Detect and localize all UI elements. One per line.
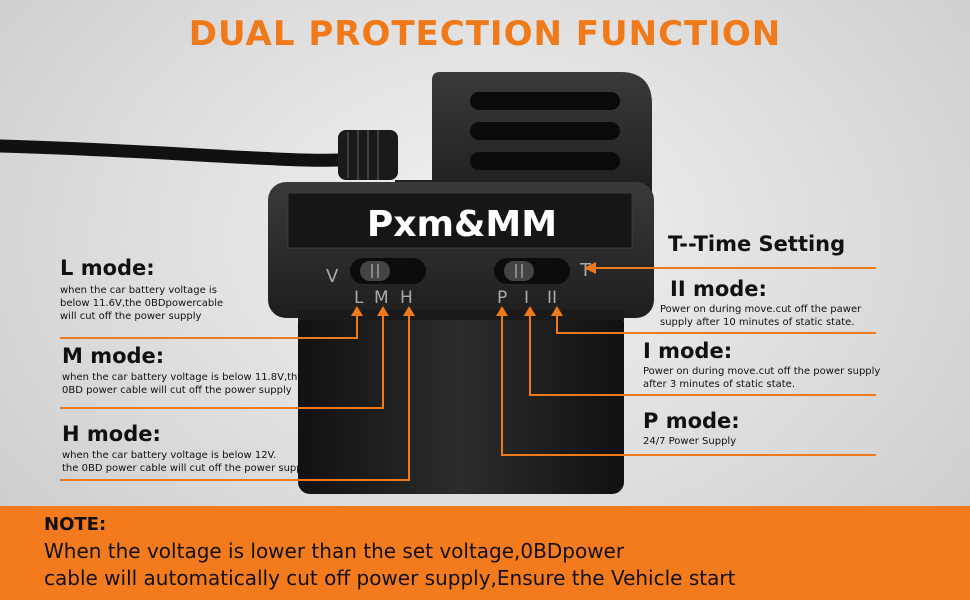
h-mode-block: H mode: when the car battery voltage is … — [62, 422, 311, 475]
position-i: I — [524, 288, 529, 308]
position-l: L — [354, 288, 364, 308]
note-heading: NOTE: — [44, 514, 107, 535]
ii-mode-desc-line: supply after 10 minutes of static state. — [660, 317, 855, 328]
ii-mode-title: II mode: — [670, 277, 767, 301]
i-mode-desc-line: Power on during move.cut off the power s… — [643, 366, 881, 377]
page-title: DUAL PROTECTION FUNCTION — [188, 14, 782, 54]
position-ii: II — [547, 288, 557, 308]
i-mode-desc-line: after 3 minutes of static state. — [643, 379, 795, 390]
i-mode-title: I mode: — [643, 339, 733, 363]
l-mode-desc-line: below 11.6V,the 0BDpowercable — [60, 298, 224, 309]
brand-text: Pxm&MM — [367, 204, 557, 245]
position-p: P — [497, 288, 507, 308]
time-setting-label: T--Time Setting — [668, 232, 846, 256]
position-h: H — [400, 288, 413, 308]
obd-plug — [298, 310, 624, 494]
ii-mode-block: II mode: Power on during move.cut off th… — [660, 277, 861, 329]
note-line-2: cable will automatically cut off power s… — [44, 566, 736, 590]
note-line-1: When the voltage is lower than the set v… — [44, 539, 625, 563]
arrow-heads — [351, 262, 596, 316]
l-mode-desc-line: will cut off the power supply — [60, 311, 202, 322]
p-mode-title: P mode: — [643, 409, 740, 433]
l-mode-desc-line: when the car battery voltage is — [60, 285, 217, 296]
voltage-switch-knob — [360, 261, 390, 281]
i-mode-block: I mode: Power on during move.cut off the… — [643, 339, 880, 391]
p-mode-block: P mode: 24/7 Power Supply — [643, 409, 740, 448]
p-mode-desc-line: 24/7 Power Supply — [643, 436, 737, 447]
m-mode-block: M mode: when the car battery voltage is … — [62, 344, 304, 397]
cable — [0, 139, 347, 167]
l-mode-title: L mode: — [60, 256, 155, 280]
h-mode-desc-line: when the car battery voltage is below 12… — [62, 450, 277, 461]
label-window — [287, 192, 633, 249]
voltage-switch-label: V — [326, 266, 339, 287]
time-switch-label: T — [579, 260, 592, 281]
m-mode-desc-line: 0BD power cable will cut off the power s… — [62, 385, 292, 396]
h-mode-desc-line: the 0BD power cable will cut off the pow… — [62, 463, 312, 474]
l-mode-block: L mode: when the car battery voltage is … — [60, 256, 223, 323]
m-mode-desc-line: when the car battery voltage is below 11… — [62, 372, 304, 383]
leader-lines — [60, 267, 876, 481]
ii-mode-desc-line: Power on during move.cut off the pawer — [660, 304, 862, 315]
m-mode-title: M mode: — [62, 344, 165, 368]
note-banner: NOTE: When the voltage is lower than the… — [0, 506, 970, 600]
time-switch-knob — [504, 261, 534, 281]
position-m: M — [374, 288, 389, 308]
vent-slots — [470, 92, 620, 170]
h-mode-title: H mode: — [62, 422, 161, 446]
